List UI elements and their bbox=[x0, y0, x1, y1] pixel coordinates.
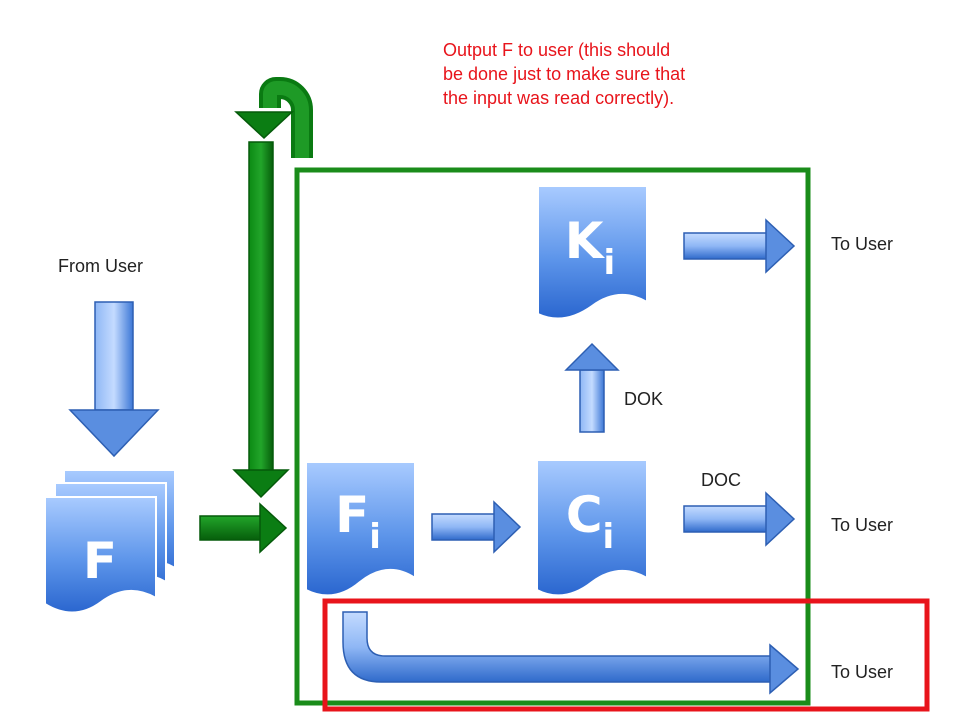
red-box bbox=[322, 598, 930, 712]
fi-to-user-bent-arrow bbox=[342, 611, 800, 695]
doc-label: DOC bbox=[701, 470, 741, 490]
ci-to-user-arrow bbox=[683, 491, 796, 547]
to-user-label-top: To User bbox=[831, 234, 894, 254]
to-user-label-mid: To User bbox=[831, 515, 894, 535]
ki-doc-letter: Ki bbox=[565, 212, 615, 283]
from-user-arrow bbox=[68, 301, 160, 458]
ci-to-ki-arrow bbox=[564, 342, 620, 433]
green-down-arrow bbox=[232, 141, 290, 499]
fi-doc-letter: Fi bbox=[335, 486, 381, 557]
fi-to-ci-arrow bbox=[431, 500, 522, 554]
green-uturn-arrow bbox=[234, 77, 313, 158]
to-user-label-bottom: To User bbox=[831, 662, 894, 682]
f-doc-letter: F bbox=[83, 532, 117, 590]
f-document-stack bbox=[44, 469, 176, 614]
ki-to-user-arrow bbox=[683, 218, 796, 274]
green-box bbox=[294, 167, 811, 706]
ci-document bbox=[536, 459, 648, 597]
dok-label: DOK bbox=[624, 389, 664, 409]
output-note: Output F to user (this should be done ju… bbox=[443, 40, 686, 108]
green-right-arrow bbox=[199, 502, 288, 554]
from-user-label: From User bbox=[58, 256, 143, 276]
fi-document bbox=[305, 461, 416, 597]
ci-doc-letter: Ci bbox=[566, 486, 614, 557]
ki-document bbox=[537, 185, 648, 320]
